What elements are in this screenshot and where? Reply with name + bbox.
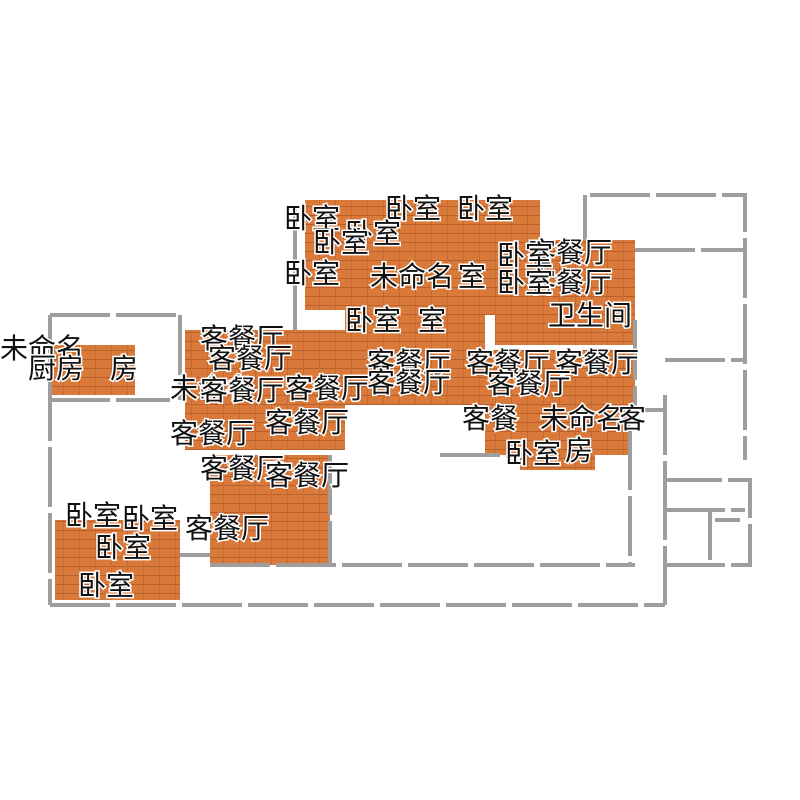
room-label: 卧室 <box>284 202 340 235</box>
room-area <box>520 430 595 470</box>
room-area <box>210 455 330 565</box>
room-label: 卧室 <box>284 257 340 290</box>
room-label: 客餐厅 <box>528 236 612 269</box>
room-label: 卧室 <box>457 192 513 225</box>
room-label: 客餐厅 <box>265 406 349 439</box>
room-label: 客餐厅 <box>466 346 550 379</box>
room-label: 客餐厅 <box>200 322 284 355</box>
room-areas <box>50 200 635 600</box>
room-label: 室 <box>418 304 446 337</box>
room-label: 客餐厅 <box>200 452 284 485</box>
room-label: 房 <box>565 434 593 467</box>
room-label: 未命名 <box>540 402 624 435</box>
wall-outline <box>665 478 752 567</box>
room-area <box>345 300 485 350</box>
walls <box>48 193 752 607</box>
room-area <box>305 200 385 310</box>
room-label: 卫生间 <box>548 299 632 332</box>
room-label: 客餐厅 <box>555 346 639 379</box>
room-label: 客餐厅 <box>208 342 292 375</box>
room-label: 客餐厅 <box>285 372 369 405</box>
room-label: 卧室 <box>78 569 134 602</box>
room-area <box>50 345 135 395</box>
room-label: 卧室 <box>313 226 369 259</box>
room-label: 房 <box>110 352 138 385</box>
room-label: 厨房 <box>28 352 84 385</box>
room-area <box>495 240 635 345</box>
room-label: 未命名 <box>0 332 84 365</box>
room-area <box>55 520 180 600</box>
wall-outline <box>633 320 665 412</box>
room-label: 客餐厅 <box>185 512 269 545</box>
room-label: 卧室 <box>345 304 401 337</box>
room-label: 卧室 <box>497 266 553 299</box>
room-label: 卧室 <box>345 217 401 250</box>
room-label: 客餐厅 <box>200 374 284 407</box>
room-label: 客餐厅 <box>367 346 451 379</box>
room-label: 客 <box>618 402 646 435</box>
room-label: 未命名 <box>370 260 454 293</box>
wall-outline <box>590 193 747 460</box>
room-label: 室 <box>458 260 486 293</box>
room-label: 卧室 <box>122 502 178 535</box>
room-labels: 卧室 卧室 卧室 卧室 卧室 未命名 卧室 客餐厅 卧室 客餐厅 卧室 室 室 … <box>0 191 648 604</box>
room-label: 未命名 <box>170 372 254 405</box>
room-label: 客餐厅 <box>170 417 254 450</box>
room-label: 客餐厅 <box>265 459 349 492</box>
room-label: 卧室 <box>95 531 151 564</box>
room-label: 客餐厅 <box>528 266 612 299</box>
room-area <box>185 330 345 450</box>
room-label: 卧室 <box>385 192 441 225</box>
room-label: 客餐 <box>462 402 518 435</box>
room-label: 客餐厅 <box>367 366 451 399</box>
room-label: 卧室 <box>505 437 561 470</box>
room-label: 客餐厅 <box>487 367 571 400</box>
room-label: 卧室 <box>497 239 553 272</box>
room-label: 卧室 <box>65 499 121 532</box>
